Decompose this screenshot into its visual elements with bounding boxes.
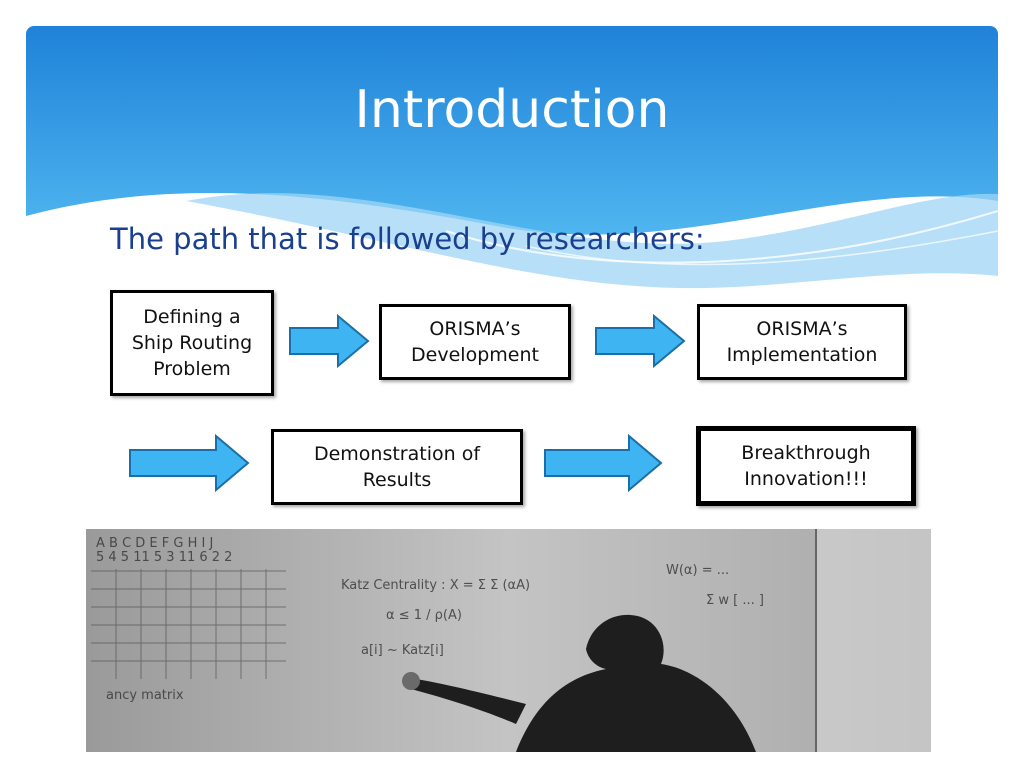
whiteboard-photo-icon: A B C D E F G H I J 5 4 5 11 5 3 11 6 2 …: [86, 529, 931, 752]
slide-title: Introduction: [354, 80, 670, 140]
arrow-right-icon: [129, 434, 250, 492]
arrow-right-icon: [544, 434, 663, 492]
svg-text:Katz Centrality : X = Σ Σ (αA: Katz Centrality : X = Σ Σ (αA): [341, 578, 530, 593]
step-box-orisma-implementation: ORISMA’s Implementation: [697, 304, 907, 380]
svg-text:W(α) = ...: W(α) = ...: [666, 563, 729, 578]
step-box-orisma-development: ORISMA’s Development: [379, 304, 571, 380]
svg-text:A B C D E F G H I J: A B C D E F G H I J: [96, 536, 213, 551]
svg-text:ancy matrix: ancy matrix: [106, 688, 184, 703]
slide: Introduction The path that is followed b…: [26, 26, 998, 752]
svg-text:α ≤ 1 / ρ(A): α ≤ 1 / ρ(A): [386, 608, 462, 623]
header-band: [26, 26, 998, 289]
arrow-right-icon: [289, 314, 370, 368]
arrow-right-icon: [595, 314, 686, 368]
svg-text:5 4 5 11 5 3 11 6 2 2: 5 4 5 11 5 3 11 6 2 2: [96, 550, 232, 565]
svg-text:Σ w [ ... ]: Σ w [ ... ]: [706, 593, 764, 608]
svg-text:a[i] ~ Katz[i]: a[i] ~ Katz[i]: [361, 643, 444, 658]
slide-subtitle: The path that is followed by researchers…: [110, 222, 705, 256]
step-box-breakthrough-innovation: Breakthrough Innovation!!!: [696, 426, 916, 506]
step-box-demonstration-results: Demonstration of Results: [271, 429, 523, 505]
step-box-defining-problem: Defining a Ship Routing Problem: [110, 290, 274, 396]
